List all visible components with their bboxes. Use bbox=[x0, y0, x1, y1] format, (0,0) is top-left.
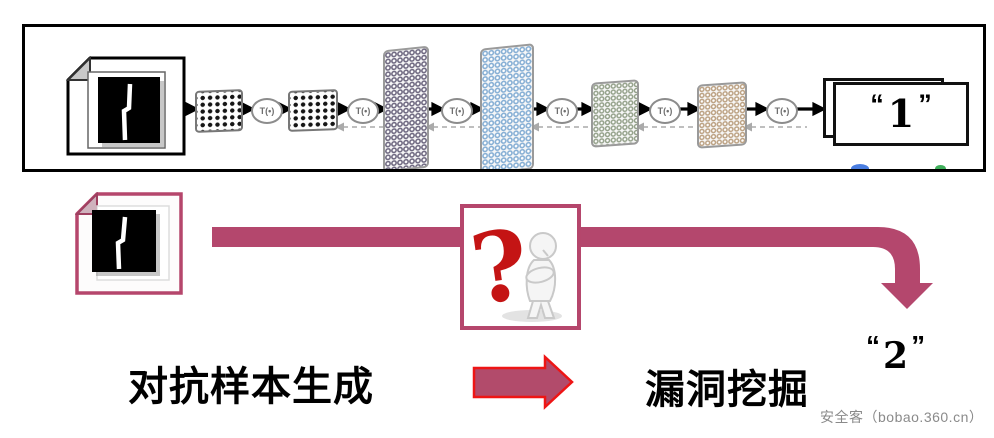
transform-node-2: T(•) bbox=[347, 98, 379, 124]
transform-node-3: T(•) bbox=[441, 98, 473, 124]
figure-legs bbox=[526, 300, 556, 319]
close-quote: ” bbox=[918, 88, 932, 119]
neural-network-pipeline-box: T(•) T(•) T(•) T(•) T(•) T(•) “ 1 ” bbox=[22, 24, 986, 172]
label-adversarial-generation: 对抗样本生成 bbox=[128, 365, 374, 409]
digit-1-stroke bbox=[115, 216, 128, 270]
question-illustration: ? bbox=[464, 208, 562, 326]
predicted-digit-2: 2 bbox=[883, 335, 909, 377]
label-vulnerability-mining: 漏洞挖掘 bbox=[645, 368, 809, 412]
predicted-digit-1: 1 bbox=[887, 91, 915, 136]
fold-corner bbox=[75, 192, 98, 215]
block-arrow-shape bbox=[472, 354, 574, 410]
green-dot-artifact bbox=[935, 165, 946, 169]
adversarial-sample-document-icon bbox=[75, 192, 183, 295]
transform-node-6: T(•) bbox=[766, 98, 798, 124]
layer-grid-1 bbox=[195, 89, 243, 133]
red-block-arrow bbox=[472, 354, 574, 410]
figure-hand-on-chin bbox=[542, 249, 549, 257]
fold-corner bbox=[66, 56, 91, 81]
unknown-behavior-box: ? bbox=[460, 204, 581, 330]
close-quote: ” bbox=[911, 330, 926, 361]
backward-arrowheads bbox=[335, 122, 752, 132]
layer-brown bbox=[697, 81, 747, 149]
thinking-figure bbox=[525, 232, 557, 319]
transform-node-5: T(•) bbox=[649, 98, 681, 124]
layer-grid-2 bbox=[288, 89, 338, 132]
open-quote: “ bbox=[866, 330, 880, 361]
digit-1-stroke bbox=[121, 83, 133, 141]
prediction-output-box: “ 1 ” bbox=[833, 82, 969, 146]
layer-purple bbox=[383, 45, 429, 169]
misclassified-output: “ 2 ” bbox=[866, 330, 925, 374]
transform-node-4: T(•) bbox=[546, 98, 578, 124]
open-quote: “ bbox=[870, 88, 884, 119]
input-sample-document-icon bbox=[66, 56, 186, 156]
watermark-text: 安全客（bobao.360.cn） bbox=[820, 409, 984, 425]
figure-head bbox=[529, 232, 557, 260]
layer-green bbox=[591, 79, 639, 148]
red-question-mark: ? bbox=[464, 208, 535, 326]
layer-blue bbox=[480, 43, 534, 169]
figure-arms-crossed bbox=[525, 266, 555, 284]
blue-dot-artifact bbox=[851, 164, 869, 169]
transform-node-1: T(•) bbox=[251, 98, 283, 124]
